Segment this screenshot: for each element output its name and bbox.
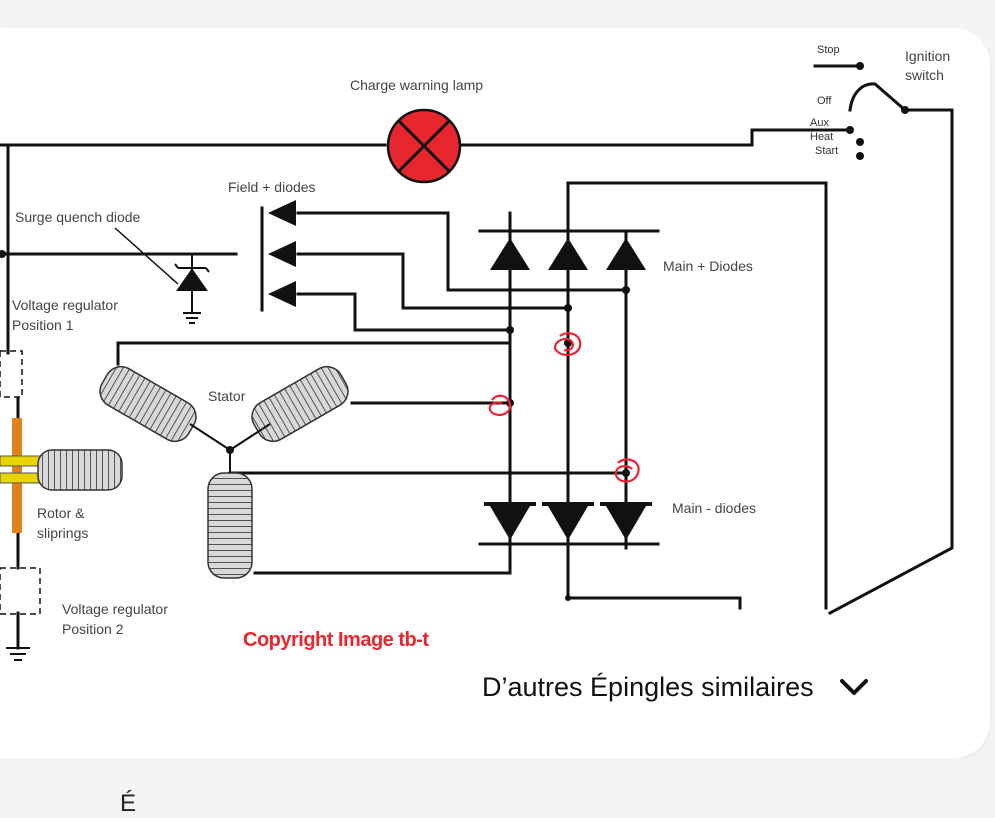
similar-pins-label: D’autres Épingles similaires — [482, 671, 814, 702]
label-rotor-1: Rotor & — [37, 505, 85, 521]
label-vr2-1: Voltage regulator — [62, 601, 168, 617]
label-off: Off — [817, 95, 832, 107]
label-charge-lamp: Charge warning lamp — [350, 77, 483, 93]
label-heat: Heat — [810, 131, 833, 143]
label-copyright: Copyright Image tb-t — [243, 629, 429, 651]
label-ignition-2: switch — [905, 67, 944, 83]
label-rotor-2: sliprings — [37, 525, 88, 541]
label-surge-quench: Surge quench diode — [15, 209, 141, 225]
rotor-icon — [0, 418, 123, 533]
chevron-down-icon — [838, 677, 870, 697]
label-ignition-1: Ignition — [905, 48, 950, 64]
similar-pins-button[interactable]: D’autres Épingles similaires — [460, 642, 980, 732]
label-aux: Aux — [810, 117, 829, 129]
alternator-wiring-diagram[interactable]: Charge warning lamp Stop Ignition switch… — [0, 28, 990, 758]
label-field-diodes: Field + diodes — [228, 179, 316, 195]
charge-lamp-icon — [386, 108, 462, 184]
label-main-plus: Main + Diodes — [663, 258, 753, 274]
label-main-minus: Main - diodes — [672, 500, 756, 516]
label-vr2-2: Position 2 — [62, 621, 124, 637]
label-stator: Stator — [208, 388, 246, 404]
top-strip — [0, 0, 995, 28]
label-vr1-1: Voltage regulator — [12, 297, 118, 313]
label-vr1-2: Position 1 — [12, 317, 74, 333]
label-stop: Stop — [817, 44, 840, 56]
next-section-peek: É — [120, 790, 137, 817]
pin-card[interactable]: Charge warning lamp Stop Ignition switch… — [0, 28, 990, 758]
label-start: Start — [815, 145, 838, 157]
bottom-strip — [0, 758, 995, 811]
